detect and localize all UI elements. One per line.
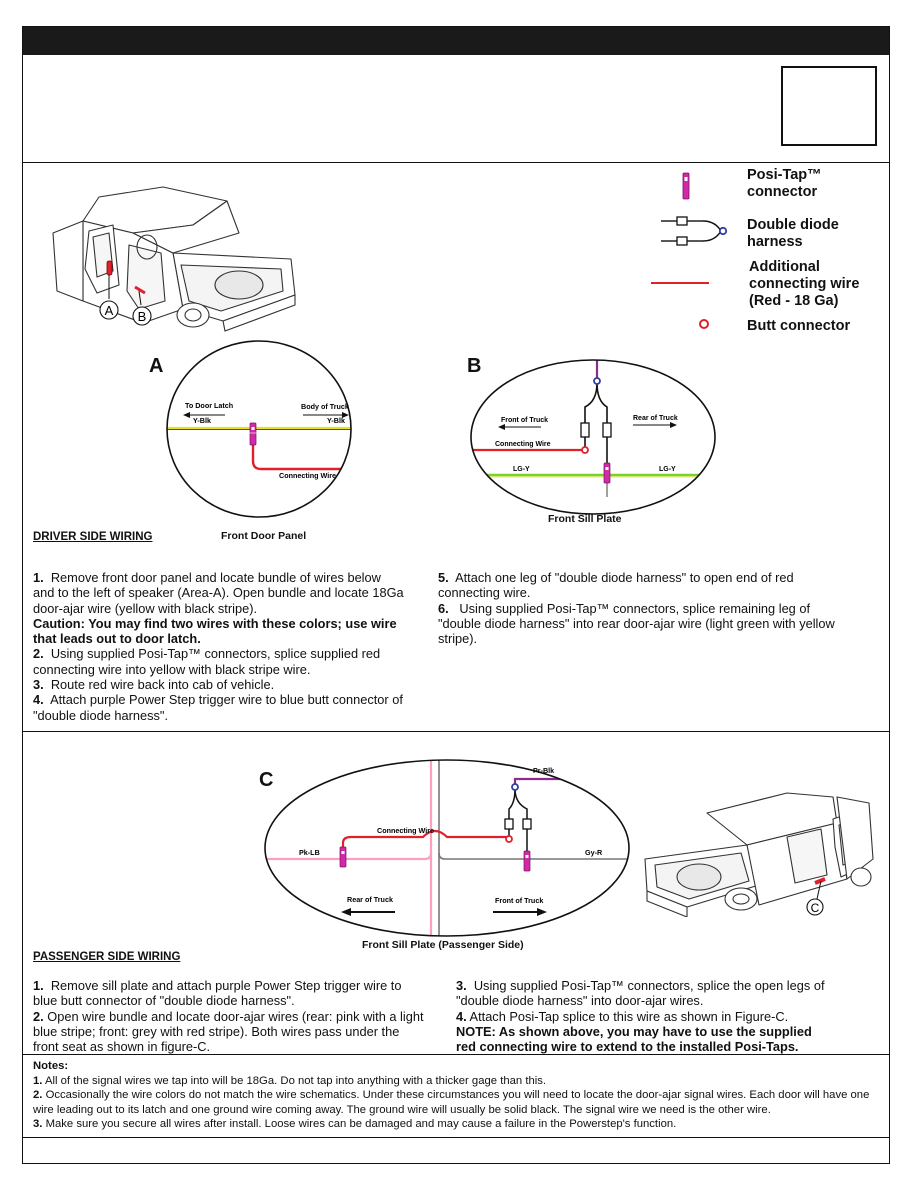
header-bar — [23, 27, 889, 55]
figure-a-caption: Front Door Panel — [221, 530, 307, 542]
passenger-steps-right: 3. Using supplied Posi-Tap™ connectors, … — [456, 978, 825, 1055]
figure-c-pk-lb: Pk-LB — [299, 848, 320, 857]
truck-label-c: C — [811, 901, 820, 915]
figure-b-wire-right: LG-Y — [659, 466, 676, 473]
legend-butt-connector: Butt connector — [747, 318, 851, 334]
notes-section: Notes: 1. All of the signal wires we tap… — [33, 1060, 870, 1131]
driver-steps-left: 1. Remove front door panel and locate bu… — [33, 570, 404, 723]
figure-b-diagram: Front of Truck Rear of Truck Connecting … — [470, 359, 716, 515]
figure-a-diagram: To Door Latch Body of Truck Y-Blk Y-Blk … — [166, 340, 352, 518]
body-of-truck-label: Body of Truck — [301, 402, 349, 411]
posi-tap-icon — [682, 172, 690, 200]
figure-c-caption: Front Sill Plate (Passenger Side) — [362, 939, 524, 951]
figure-b-rear-of-truck: Rear of Truck — [633, 415, 678, 422]
figure-a-wire-right: Y-Blk — [327, 416, 345, 425]
figure-b-wire-left: LG-Y — [513, 466, 530, 473]
figure-c-diagram: Pr-Blk Connecting Wire Pk-LB Gy-R Rear o… — [264, 759, 630, 937]
butt-connector-icon — [699, 319, 709, 329]
figure-c-rear-of-truck: Rear of Truck — [347, 895, 393, 904]
header-divider — [23, 162, 889, 163]
figure-c-pr-blk: Pr-Blk — [533, 766, 554, 775]
figure-b-front-of-truck: Front of Truck — [501, 417, 548, 424]
truck-label-b: B — [138, 309, 147, 324]
double-diode-harness-icon — [661, 216, 728, 246]
figure-c-connecting-wire: Connecting Wire — [377, 826, 434, 835]
section-divider — [23, 731, 889, 732]
driver-side-truck-illustration: A B — [52, 186, 296, 332]
footer-divider — [23, 1137, 889, 1138]
figure-c-gy-r: Gy-R — [585, 848, 603, 857]
connecting-wire-legend-icon — [651, 282, 709, 284]
passenger-side-truck-illustration: C — [644, 792, 874, 917]
passenger-steps-left: 1. Remove sill plate and attach purple P… — [33, 978, 424, 1055]
driver-steps-right: 5. Attach one leg of "double diode harne… — [438, 570, 835, 647]
figure-a-wire-left: Y-Blk — [193, 416, 211, 425]
figure-b-connecting-wire: Connecting Wire — [495, 441, 551, 448]
figure-c-letter: C — [259, 769, 274, 791]
figure-b-caption: Front Sill Plate — [548, 513, 622, 525]
driver-side-title: DRIVER SIDE WIRING — [33, 531, 153, 543]
notes-divider — [23, 1054, 889, 1055]
truck-label-a: A — [105, 303, 114, 318]
figure-c-front-of-truck: Front of Truck — [495, 896, 543, 905]
figure-a-letter: A — [149, 355, 164, 377]
corner-box — [781, 66, 877, 146]
passenger-side-title: PASSENGER SIDE WIRING — [33, 951, 181, 963]
figure-a-connecting-wire: Connecting Wire — [279, 471, 336, 480]
to-door-latch-label: To Door Latch — [185, 401, 233, 410]
figure-b-letter: B — [467, 355, 482, 377]
